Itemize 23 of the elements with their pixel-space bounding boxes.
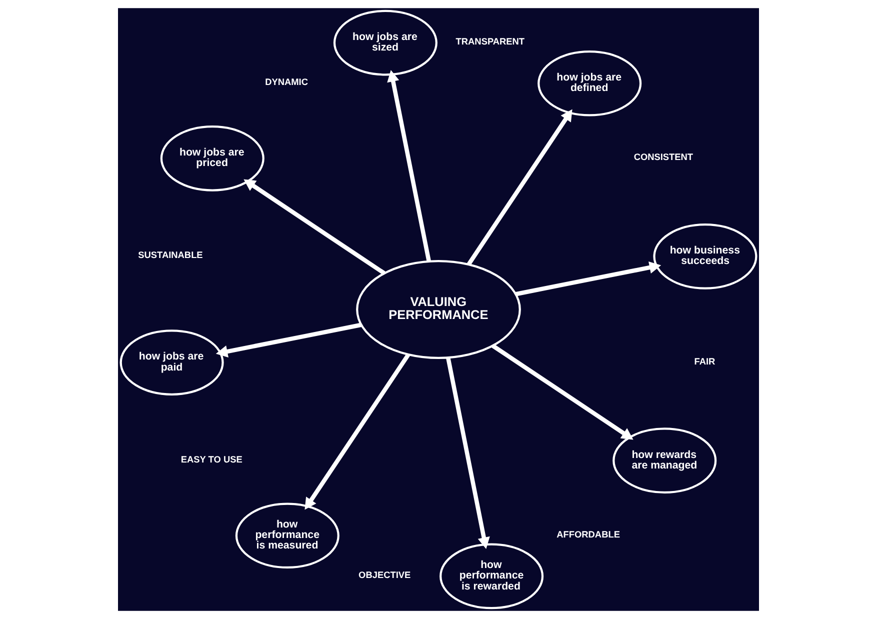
- arrow: [515, 262, 662, 296]
- arrow: [244, 179, 386, 276]
- node-ellipse: how jobs are paid: [120, 330, 224, 396]
- label: AFFORDABLE: [556, 529, 620, 540]
- node-ellipse: how business succeeds: [653, 224, 758, 290]
- label: TRANSPARENT: [456, 36, 525, 46]
- node-ellipse: how performance is rewarded: [440, 543, 544, 610]
- node-ellipse: VALUING PERFORMANCE: [356, 260, 521, 360]
- arrow: [304, 354, 410, 510]
- label: CONSISTENT: [634, 152, 694, 162]
- label: EASY TO USE: [180, 454, 242, 464]
- arrow: [491, 344, 634, 440]
- label: OBJECTIVE: [358, 570, 411, 580]
- arrow: [446, 357, 490, 550]
- label: DYNAMIC: [265, 77, 308, 88]
- node-ellipse: how performance is measured: [235, 502, 340, 569]
- node-ellipse: how jobs are defined: [538, 50, 642, 116]
- label: SUSTAINABLE: [138, 250, 203, 260]
- arrow: [216, 322, 362, 358]
- arrow: [466, 109, 572, 266]
- label: FAIR: [694, 356, 716, 366]
- arrow: [387, 70, 431, 262]
- node-ellipse: how jobs are sized: [333, 10, 438, 76]
